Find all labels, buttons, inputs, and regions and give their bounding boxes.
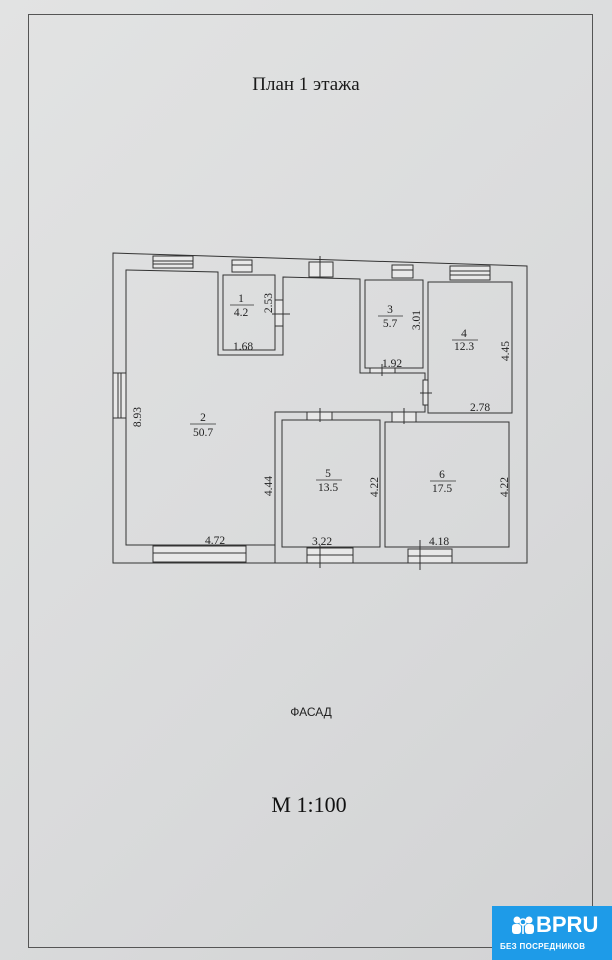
dim-room5-height: 4.22 xyxy=(369,477,381,497)
dim-room4-width: 2.78 xyxy=(470,402,490,414)
people-key-icon xyxy=(512,916,534,934)
room-1-area: 4.2 xyxy=(234,307,249,319)
room-6-outline xyxy=(384,421,510,548)
dim-room2-lower-height: 4.44 xyxy=(263,476,275,496)
document-frame xyxy=(28,14,593,948)
scale-label: М 1:100 xyxy=(271,792,347,817)
bpru-badge[interactable]: BPRU БЕЗ ПОСРЕДНИКОВ xyxy=(492,906,612,960)
badge-tagline: БЕЗ ПОСРЕДНИКОВ xyxy=(500,942,586,951)
window xyxy=(449,265,491,281)
dim-room4-height: 4.45 xyxy=(500,341,512,361)
dim-room1-height: 2.53 xyxy=(263,293,275,313)
dim-room6-width: 4.18 xyxy=(429,536,449,548)
doors xyxy=(272,256,432,570)
dim-room3-width: 1.92 xyxy=(382,358,402,370)
window xyxy=(152,545,247,563)
room-6-number: 6 xyxy=(439,469,445,481)
dim-room2-height: 8.93 xyxy=(132,407,144,427)
window xyxy=(152,255,194,269)
dim-room2-width: 4.72 xyxy=(205,535,225,547)
window xyxy=(112,372,127,419)
room-4-outline xyxy=(427,281,513,414)
door xyxy=(274,299,284,327)
dim-room6-height: 4.22 xyxy=(499,477,511,497)
room-4-area: 12.3 xyxy=(454,341,474,353)
room-2-number: 2 xyxy=(200,412,206,424)
room-3-number: 3 xyxy=(387,304,393,316)
facade-label: ФАСАД xyxy=(290,705,332,719)
door xyxy=(308,261,334,278)
room-5-area: 13.5 xyxy=(318,482,338,494)
outer-wall xyxy=(112,252,528,564)
dim-room5-width: 3.22 xyxy=(312,536,332,548)
room-1-number: 1 xyxy=(238,293,244,305)
room-2-area: 50.7 xyxy=(193,427,213,439)
dim-room3-height: 3.01 xyxy=(411,310,423,330)
window xyxy=(391,264,414,279)
room-3-area: 5.7 xyxy=(383,318,398,330)
window xyxy=(231,259,253,273)
dim-room1-width: 1.68 xyxy=(233,341,253,353)
room-4-number: 4 xyxy=(461,328,467,340)
plan-title: План 1 этажа xyxy=(252,74,360,95)
room-5-number: 5 xyxy=(325,468,331,480)
windows xyxy=(112,255,491,564)
badge-brand: BPRU xyxy=(536,912,599,937)
room-6-area: 17.5 xyxy=(432,483,452,495)
